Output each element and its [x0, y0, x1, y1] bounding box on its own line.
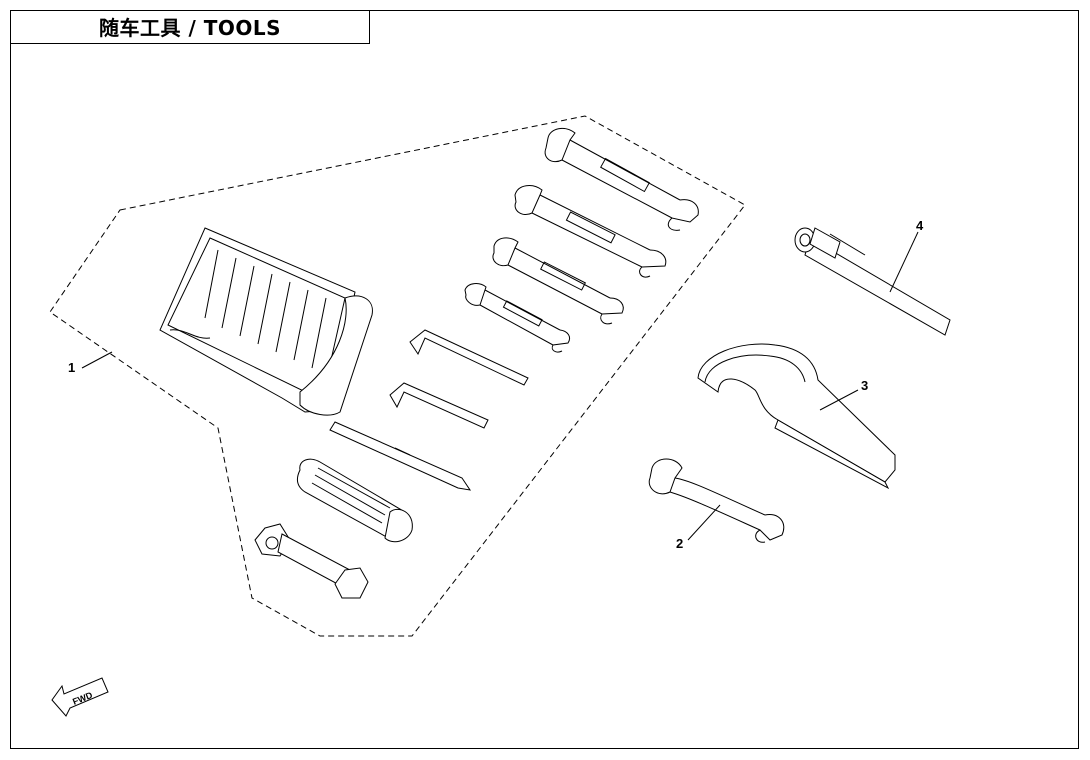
spark-plug-socket	[254, 523, 369, 599]
screwdriver-shaft	[329, 421, 472, 491]
drawing-frame	[10, 10, 1079, 749]
leader-line-4	[889, 231, 919, 293]
callout-3: 3	[861, 378, 868, 393]
tool-kit-group-outline	[49, 115, 746, 637]
tool-roll-bag	[159, 227, 373, 416]
callout-1: 1	[68, 360, 75, 375]
open-end-wrench-2	[514, 185, 667, 278]
open-end-wrench-3	[492, 237, 624, 325]
hex-key-small	[389, 382, 489, 429]
double-open-end-wrench	[648, 458, 785, 543]
open-end-wrench-1	[544, 127, 699, 231]
title-box	[10, 10, 370, 44]
leader-line-2	[687, 504, 721, 541]
pin-tube-wrench	[794, 227, 951, 336]
hook-spanner-wrench	[697, 343, 896, 490]
callout-4: 4	[916, 218, 924, 233]
fwd-arrow-icon	[51, 677, 109, 717]
hex-key-large	[409, 329, 529, 386]
open-end-wrench-4	[464, 283, 571, 353]
leader-line-1	[81, 351, 113, 369]
callout-2: 2	[676, 536, 683, 551]
screwdriver-handle	[296, 458, 413, 543]
leader-line-3	[819, 389, 859, 411]
page-title: 随车工具 / TOOLS	[98, 16, 282, 40]
